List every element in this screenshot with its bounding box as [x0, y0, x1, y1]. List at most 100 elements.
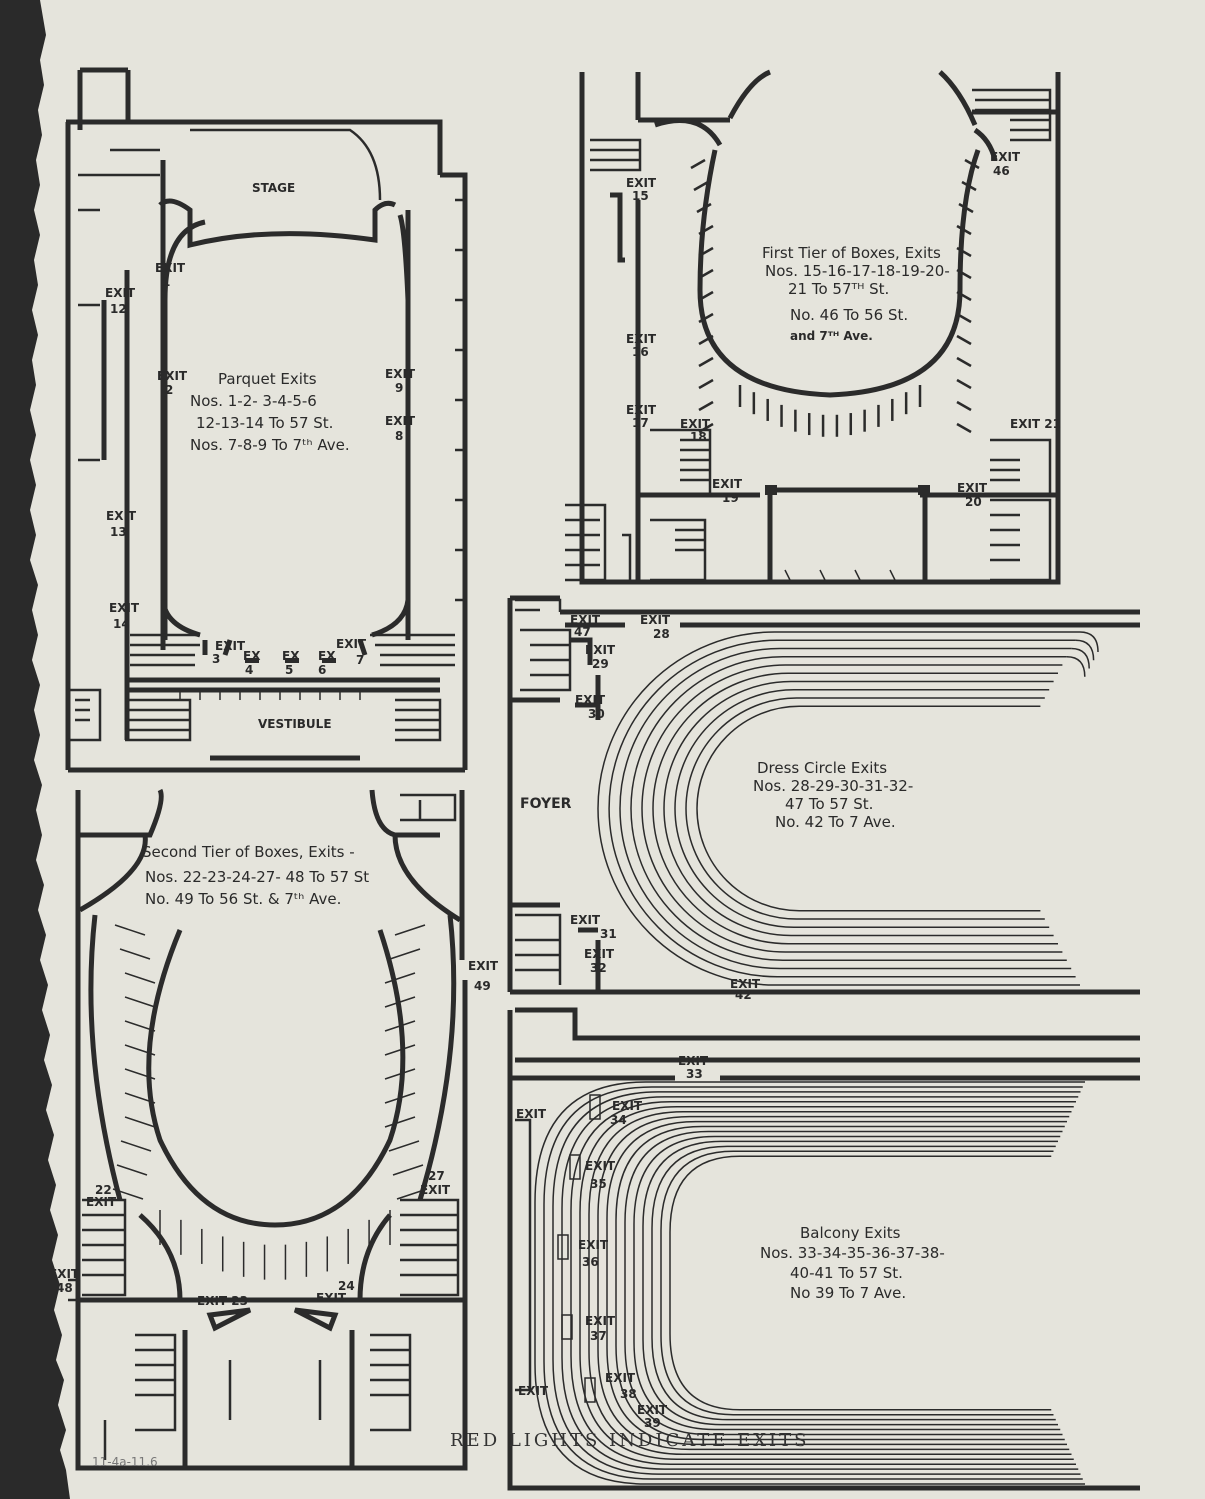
parquet-line1: Nos. 1-2- 3-4-5-6	[190, 392, 317, 410]
first-tier-line5: and 7ᵀᴴ Ave.	[790, 329, 873, 343]
exit-20-number: 20	[965, 495, 982, 509]
exit-29-label: EXIT	[585, 643, 616, 657]
exit-39-label: EXIT	[637, 1403, 668, 1417]
exit-27-label: EXIT	[420, 1183, 451, 1197]
balcony-line1: Balcony Exits	[800, 1224, 901, 1242]
box-divider	[384, 972, 416, 984]
seating-row	[642, 1140, 1058, 1426]
box-divider	[389, 948, 421, 960]
footer-caption: RED LIGHTS INDICATE EXITS	[450, 1430, 810, 1451]
exit-30-label: EXIT	[575, 693, 606, 707]
seating-row	[660, 1150, 1054, 1416]
exit-39-number: 39	[644, 1416, 661, 1430]
aisle-box	[561, 1314, 573, 1340]
box-divider	[698, 378, 714, 390]
exit-1-label: EXIT	[155, 261, 186, 275]
box-divider	[698, 290, 714, 302]
aisle-box	[589, 1094, 601, 1120]
exit-36-number: 36	[582, 1255, 599, 1269]
seating-row	[608, 639, 1076, 978]
exit-3-label: EXIT	[215, 639, 246, 653]
seating-row	[606, 1120, 1067, 1446]
box-divider	[124, 996, 156, 1008]
exit-32-label: EXIT	[584, 947, 615, 961]
parquet-line2: 12-13-14 To 57 St.	[196, 414, 333, 432]
box-divider	[396, 1188, 428, 1200]
exit-7-number: 7	[356, 653, 364, 667]
box-divider	[698, 334, 714, 346]
exit-12-number: 12	[110, 302, 127, 316]
box-divider	[956, 246, 972, 258]
box-divider	[119, 948, 151, 960]
first-tier-labels: First Tier of Boxes, Exits Nos. 15-16-17…	[762, 244, 950, 343]
box-divider	[384, 1116, 416, 1128]
exit-24-number: 24	[338, 1279, 355, 1293]
exit-7-label: EXIT	[336, 637, 367, 651]
box-divider	[956, 224, 972, 236]
seating-row	[630, 656, 1067, 961]
exit-22-label: EXIT	[86, 1195, 117, 1209]
box-divider	[956, 268, 972, 280]
seating-row	[633, 1135, 1061, 1431]
exit-6-label: EX	[318, 649, 336, 663]
dress-circle-line1: Dress Circle Exits	[757, 759, 887, 777]
box-divider	[698, 422, 714, 434]
box-divider	[124, 1020, 156, 1032]
box-divider	[956, 334, 972, 346]
box-divider	[124, 972, 156, 984]
seating-row	[561, 1096, 1079, 1470]
seating-row	[624, 1130, 1063, 1436]
parquet-line3: Nos. 7-8-9 To 7ᵗʰ Ave.	[190, 436, 350, 454]
balcony-plan	[507, 1007, 1140, 1491]
exit-21-label: EXIT 21	[1010, 417, 1061, 431]
exit-23-label: EXIT 23	[197, 1294, 248, 1308]
box-divider	[384, 1020, 416, 1032]
exit-8-label: EXIT	[385, 414, 416, 428]
exit-30-number: 30	[588, 707, 605, 721]
dress-circle-line3: 47 To 57 St.	[785, 795, 873, 813]
seating-row	[534, 1081, 1085, 1485]
exit-3-number: 3	[212, 652, 220, 666]
exit-42-number: 42	[735, 988, 752, 1002]
second-tier-line2: Nos. 22-23-24-27- 48 To 57 St	[145, 868, 369, 886]
box-divider	[956, 312, 972, 324]
box-divider	[124, 1068, 156, 1080]
exit-24-label: EXIT	[316, 1291, 347, 1305]
aisle-box	[557, 1234, 569, 1260]
exit-46-number: 46	[993, 164, 1010, 178]
box-divider	[698, 268, 714, 280]
parquet-title: Parquet Exits	[218, 370, 317, 388]
seating-row	[669, 1155, 1052, 1411]
exit-34-label: EXIT	[612, 1099, 643, 1113]
exit-6-number: 6	[318, 663, 326, 677]
exit-2-label: EXIT	[157, 369, 188, 383]
vestibule-label: VESTIBULE	[258, 717, 332, 731]
parquet-plan	[65, 67, 468, 773]
exit-18-number: 18	[690, 430, 707, 444]
first-tier-line3: 21 To 57ᵀᴴ St.	[788, 280, 889, 298]
seating-row	[552, 1091, 1081, 1475]
first-tier-line4: No. 46 To 56 St.	[790, 306, 908, 324]
exit-2-number: 2	[165, 383, 173, 397]
box-divider	[384, 1092, 416, 1104]
exit-31-number: 31	[600, 927, 617, 941]
exit-48-label: EXIT	[49, 1267, 80, 1281]
box-divider	[120, 1140, 152, 1152]
balcony-line4: No 39 To 7 Ave.	[790, 1284, 906, 1302]
exit-17-number: 17	[632, 416, 649, 430]
exit-17-label: EXIT	[626, 403, 657, 417]
parquet-labels: STAGE VESTIBULE Parquet Exits Nos. 1-2- …	[190, 181, 350, 731]
dress-circle-line4: No. 42 To 7 Ave.	[775, 813, 896, 831]
exit-12-label: EXIT	[105, 286, 136, 300]
box-divider	[124, 1116, 156, 1128]
exit-18-label: EXIT	[680, 417, 711, 431]
exit-4-label: EX	[243, 649, 261, 663]
exit-42-label: EXIT	[730, 977, 761, 991]
seating-row	[663, 680, 1054, 937]
exit-balcony-left-lower-label: EXIT	[518, 1384, 549, 1398]
exit-29-number: 29	[592, 657, 609, 671]
exit-13-label: EXIT	[106, 509, 137, 523]
box-divider	[956, 356, 972, 368]
box-divider	[698, 356, 714, 368]
